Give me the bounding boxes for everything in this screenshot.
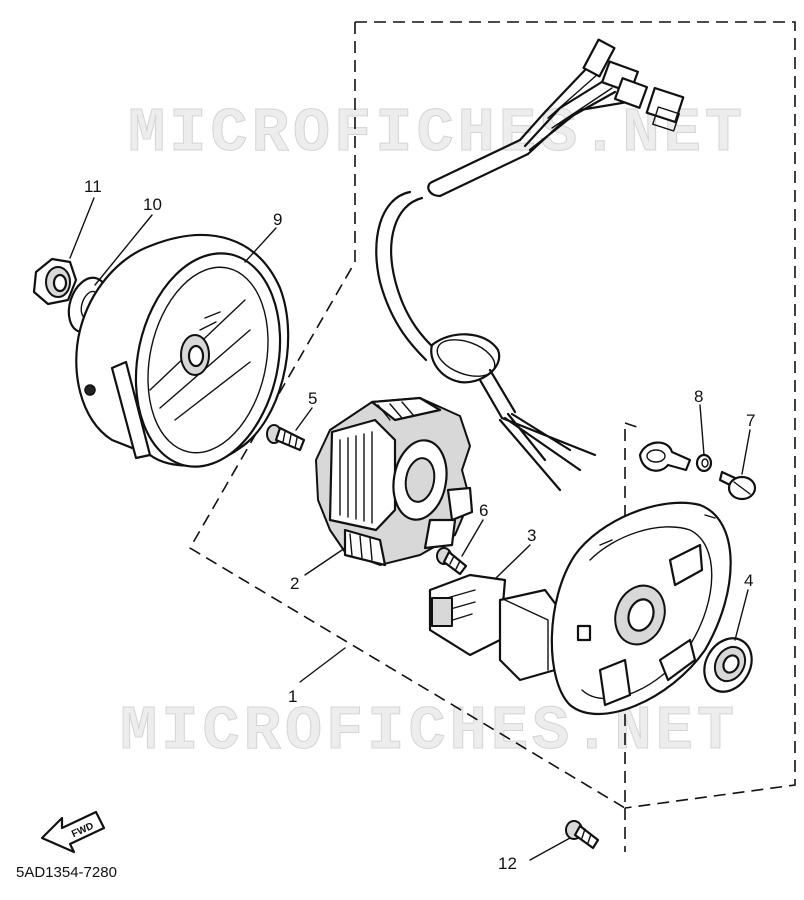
callout-1: 1 bbox=[288, 687, 297, 706]
clamp-screw-part bbox=[718, 470, 757, 501]
callout-2: 2 bbox=[290, 574, 299, 593]
callout-4: 4 bbox=[744, 571, 753, 590]
callout-labels: 11 10 9 5 2 6 3 4 8 7 1 12 bbox=[84, 177, 755, 873]
watermark-top: MICROFICHES.NET bbox=[128, 98, 746, 169]
wire-harness-part bbox=[375, 38, 685, 492]
callout-11: 11 bbox=[84, 177, 102, 196]
callout-3: 3 bbox=[527, 526, 536, 545]
callout-12: 12 bbox=[498, 854, 517, 873]
callout-9: 9 bbox=[273, 210, 282, 229]
callout-7: 7 bbox=[746, 411, 755, 430]
diagram-code: 5AD1354-7280 bbox=[16, 864, 117, 881]
rotor-flywheel-part bbox=[75, 233, 290, 468]
stator-coil-part bbox=[315, 396, 474, 567]
oil-seal-part bbox=[703, 637, 753, 693]
watermark-bottom: MICROFICHES.NET bbox=[120, 696, 738, 767]
stator-screw-part bbox=[266, 424, 306, 452]
clamp-part bbox=[638, 441, 692, 472]
washer-part bbox=[695, 453, 713, 473]
callout-8: 8 bbox=[694, 387, 703, 406]
pickup-coil-part bbox=[428, 573, 562, 682]
base-plate-part bbox=[550, 501, 732, 715]
fwd-arrow-icon: FWD bbox=[40, 810, 106, 854]
callout-6: 6 bbox=[479, 501, 488, 520]
rotor-nut-part bbox=[32, 257, 78, 306]
pickup-screw-part bbox=[436, 547, 468, 576]
callout-5: 5 bbox=[308, 389, 317, 408]
cover-screw-part bbox=[565, 820, 600, 850]
leader-lines bbox=[69, 197, 751, 861]
callout-10: 10 bbox=[143, 195, 162, 214]
